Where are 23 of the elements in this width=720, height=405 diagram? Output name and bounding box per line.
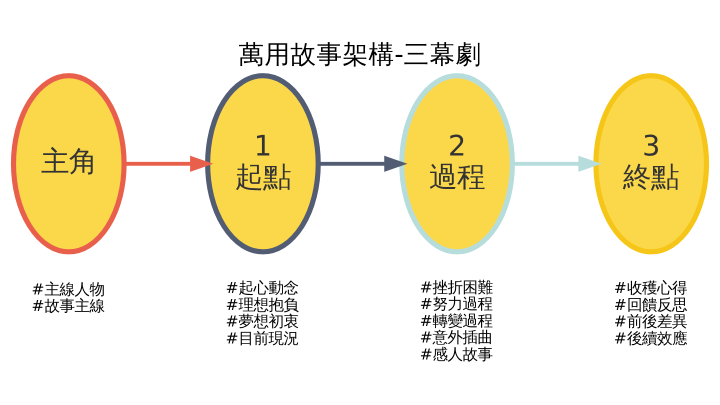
node-label: #感人故事	[420, 344, 493, 363]
arrow	[512, 155, 602, 172]
node-label: #前後差異	[614, 312, 687, 330]
diagram-title: 萬用故事架構-三幕劇	[238, 39, 482, 70]
node-label: #起心動念	[226, 278, 299, 297]
node-label: #主線人物	[32, 280, 104, 298]
arrow	[124, 155, 214, 172]
node-label: #夢想初衷	[226, 312, 299, 330]
node-label: #故事主線	[32, 296, 104, 315]
node-label: #努力過程	[420, 294, 493, 313]
node-label: #回饋反思	[614, 295, 687, 314]
node-label: #意外插曲	[420, 328, 493, 346]
node-label: #轉變過程	[420, 311, 493, 330]
node-label: #目前現況	[226, 328, 299, 347]
arrow	[318, 155, 408, 172]
node-label: #後續效應	[614, 328, 687, 347]
node-ellipse: 主角	[10, 72, 127, 254]
node-label: #挫折困難	[420, 278, 493, 296]
node-label: #理想抱負	[226, 295, 299, 314]
node-ellipse: 1 起點	[205, 72, 321, 254]
node-ellipse: 2 過程	[399, 72, 515, 254]
node-ellipse: 3 終點	[593, 72, 710, 254]
node-label: #收穫心得	[614, 278, 687, 297]
